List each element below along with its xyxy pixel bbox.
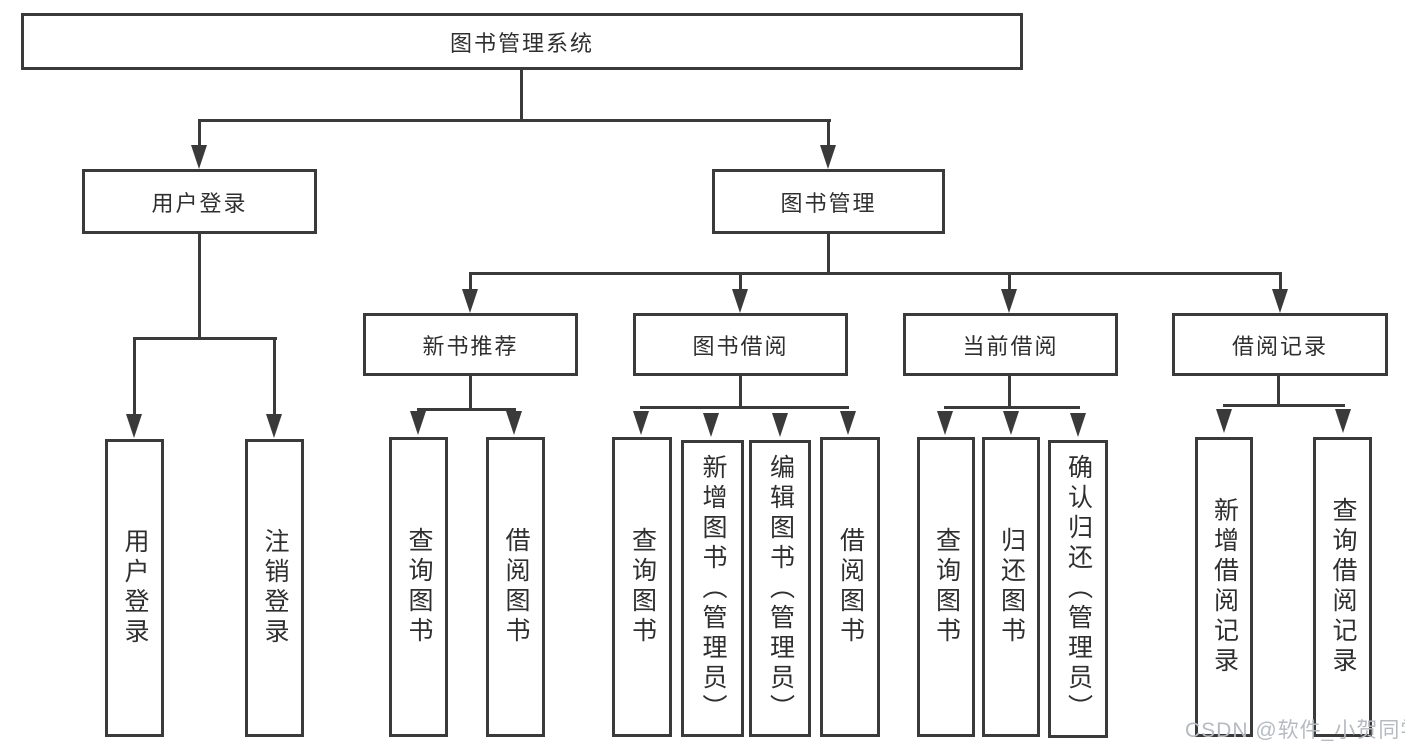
connector-level1-rail [198, 119, 831, 122]
node-book-borrow: 图书借阅 [633, 313, 848, 376]
leaf-user-login: 用户登录 [105, 439, 164, 737]
node-book-management: 图书管理 [712, 169, 945, 234]
leaf-query-borrow-record: 查询借阅记录 [1313, 437, 1372, 737]
leaf-edit-book-admin: 编辑图书（管理员） [749, 440, 811, 737]
connector-current-stem [1008, 376, 1011, 406]
connector-borrow-stem [739, 376, 742, 406]
arrowhead-borrow-leaf-2 [703, 413, 719, 437]
arrowhead-record-leaf-1 [1216, 409, 1232, 433]
arrowhead-borrow-leaf-3 [772, 413, 788, 437]
leaf-confirm-return-admin: 确认归还（管理员） [1048, 440, 1108, 738]
connector-mgmt-drop-4 [1279, 272, 1282, 289]
arrowhead-current-leaf-3 [1070, 413, 1086, 437]
arrowhead-new-book-recommend [462, 289, 478, 313]
node-new-book-recommend: 新书推荐 [363, 313, 578, 376]
node-current-borrow: 当前借阅 [903, 313, 1118, 376]
connector-user-login-drop [198, 119, 201, 145]
connector-mgmt-drop-1 [469, 272, 472, 289]
arrowhead-record-leaf-2 [1335, 409, 1351, 433]
connector-newrec-stem [469, 376, 472, 408]
node-borrow-record: 借阅记录 [1172, 313, 1388, 376]
arrowhead-user-login [191, 145, 207, 169]
node-root-system: 图书管理系统 [21, 13, 1023, 70]
csdn-watermark: CSDN @软件_小贺同学 [1185, 719, 1405, 742]
leaf-query-book-current: 查询图书 [917, 437, 975, 737]
leaf-borrow-book-recommend: 借阅图书 [486, 437, 545, 737]
arrowhead-leaf-user-login [126, 414, 142, 438]
leaf-query-book-recommend: 查询图书 [389, 437, 448, 737]
connector-mgmt-stem [827, 233, 830, 272]
leaf-query-book-borrow: 查询图书 [612, 437, 672, 737]
connector-record-stem [1277, 376, 1280, 404]
leaf-borrow-book: 借阅图书 [820, 437, 880, 737]
leaf-add-book-admin: 新增图书（管理员） [681, 440, 744, 737]
connector-mgmt-drop-2 [739, 272, 742, 289]
arrowhead-book-mgmt [820, 145, 836, 169]
leaf-logout: 注销登录 [245, 439, 304, 737]
connector-book-mgmt-drop [827, 119, 830, 145]
arrowhead-borrow-leaf-4 [840, 411, 856, 435]
leaf-add-borrow-record: 新增借阅记录 [1195, 437, 1253, 737]
connector-mgmt-rail [469, 272, 1282, 275]
leaf-return-book: 归还图书 [982, 437, 1040, 737]
arrowhead-borrow-leaf-1 [633, 411, 649, 435]
arrowhead-current-leaf-1 [937, 411, 953, 435]
connector-borrow-rail [640, 406, 849, 409]
arrowhead-newrec-leaf-1 [410, 411, 426, 435]
connector-current-rail [944, 406, 1080, 409]
node-user-login: 用户登录 [82, 169, 317, 234]
arrowhead-newrec-leaf-2 [506, 411, 522, 435]
connector-user-stem [198, 233, 201, 337]
connector-mgmt-drop-3 [1008, 272, 1011, 289]
arrowhead-leaf-logout [266, 414, 282, 438]
arrowhead-current-leaf-2 [1003, 411, 1019, 435]
connector-user-drop-2 [273, 337, 276, 415]
connector-newrec-rail [417, 408, 516, 411]
arrowhead-book-borrow [732, 289, 748, 313]
arrowhead-borrow-record [1272, 289, 1288, 313]
arrowhead-current-borrow [1001, 289, 1017, 313]
connector-user-rail [133, 337, 277, 340]
connector-user-drop-1 [133, 337, 136, 415]
connector-record-rail [1223, 404, 1345, 407]
connector-root-stem [520, 69, 523, 119]
